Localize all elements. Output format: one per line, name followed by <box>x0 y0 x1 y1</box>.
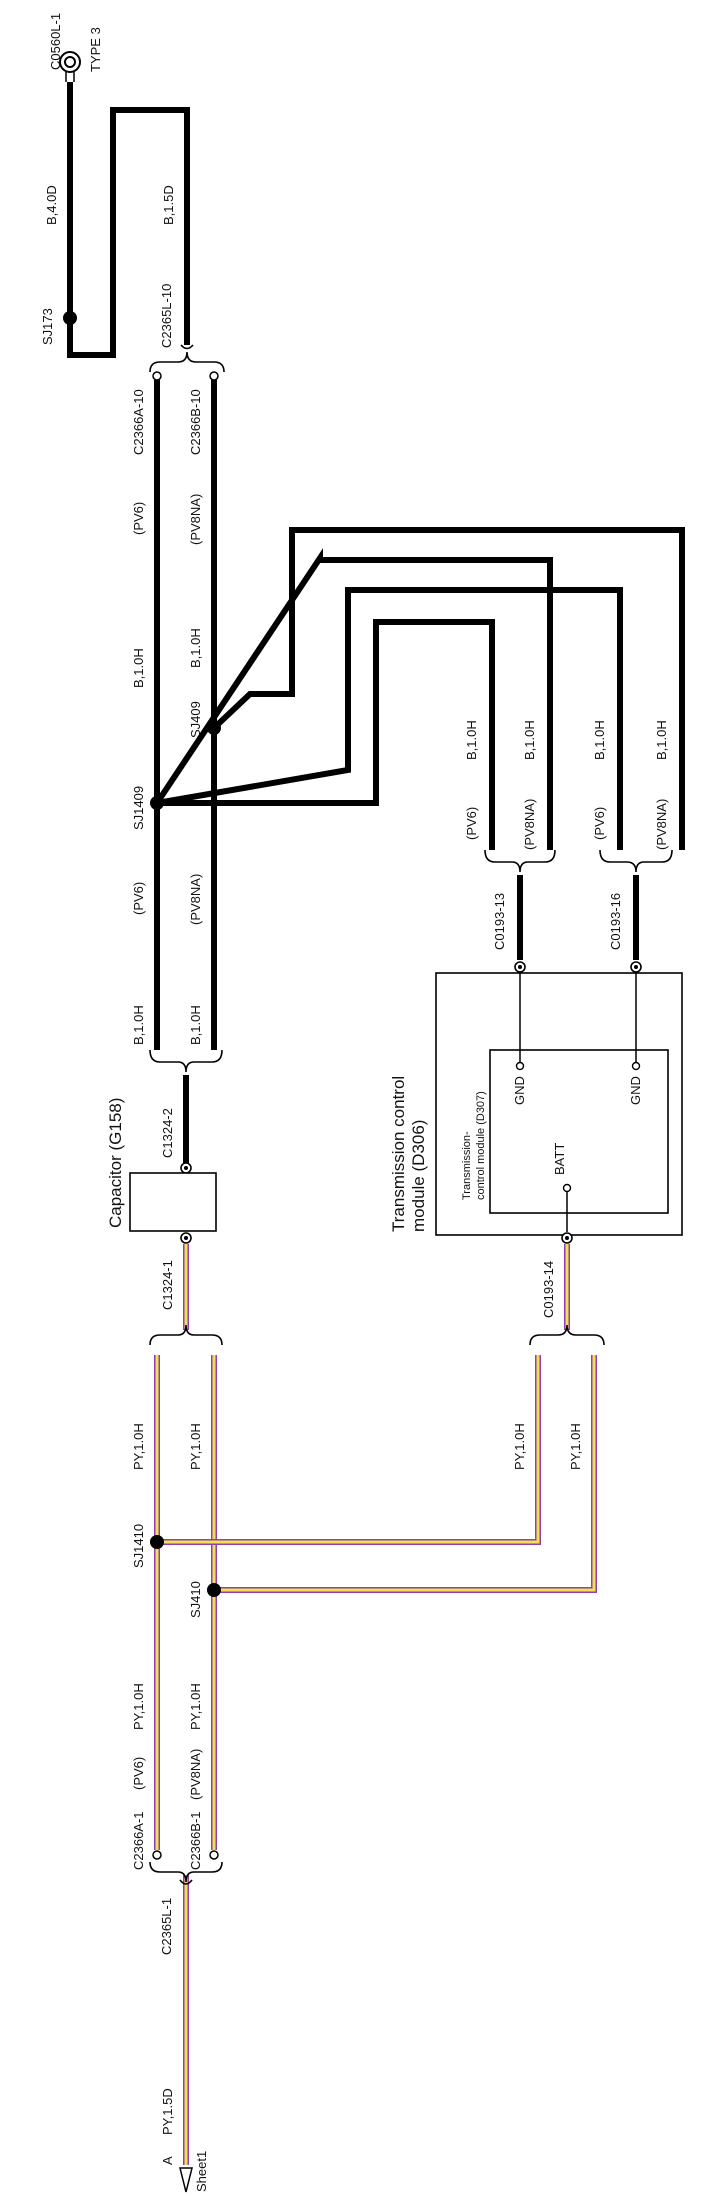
connector-c2365l-1-brace <box>149 1861 223 1885</box>
tcm-batt-pin-icon <box>562 1183 572 1193</box>
connector-label-c2365l-10: C2365L-10 <box>159 284 174 348</box>
pin-c1324-2-icon <box>180 1162 192 1174</box>
connector-label-c2366a-1: C2366A-1 <box>131 1811 146 1870</box>
splice-label-sj1410: SJ1410 <box>131 1524 146 1568</box>
wire-label-b15d: B,1.5D <box>161 185 176 225</box>
pin-c0193-16-icon <box>630 961 642 973</box>
py-label-c0193-14-left: PY,1.0H <box>512 1423 527 1470</box>
tcm-gnd2-label: GND <box>628 1076 643 1105</box>
splice-label-sj1409: SJ1409 <box>131 786 146 830</box>
connector-label-c0193-14: C0193-14 <box>541 1261 556 1318</box>
pin-c0193-13-icon <box>514 961 526 973</box>
variant-pv6-bottom: (PV6) <box>131 1757 146 1790</box>
variant-pv8na-mid: (PV8NA) <box>188 874 203 925</box>
wire-code-c0193-13-b: B,1.0H <box>522 720 537 760</box>
variant-pv6-top: (PV6) <box>131 502 146 535</box>
splice-label-sj409: SJ409 <box>188 701 203 738</box>
connector-c1324-2-brace <box>149 1049 223 1073</box>
connector-c2365l-10 <box>149 344 225 373</box>
py-label-left-upper: PY,1.0H <box>131 1423 146 1470</box>
upper-ground-wires <box>63 82 190 358</box>
sheet-ref-sheet: Sheet1 <box>194 2151 209 2192</box>
wire-code-c0193-16-a: B,1.0H <box>592 720 607 760</box>
branch-wires-to-tcm <box>150 527 685 850</box>
tcm-title-line2: module (D306) <box>409 1120 428 1232</box>
capacitor-box <box>129 1172 217 1232</box>
ground-id: C0560L-1 <box>48 13 63 70</box>
variant-pv6-mid: (PV6) <box>131 882 146 915</box>
tcm-gnd2-pin-icon <box>631 1061 641 1071</box>
connector-label-c0193-16: C0193-16 <box>608 893 623 950</box>
splice-label-sj410: SJ410 <box>188 1581 203 1618</box>
main-black-wires <box>152 371 219 1050</box>
wire-label-b40d: B,4.0D <box>44 185 59 225</box>
sheet-ref-letter: A <box>160 2156 175 2165</box>
connector-label-c2365l-1: C2365L-1 <box>159 1898 174 1955</box>
wire-code-c0193-13-a: B,1.0H <box>464 720 479 760</box>
pin-c1324-1-icon <box>180 1232 192 1244</box>
ground-symbol-icon <box>59 51 81 82</box>
connector-label-c1324-1: C1324-1 <box>160 1260 175 1310</box>
py-label-bottom: PY,1.5D <box>160 2088 175 2135</box>
tcm-gnd1-pin-icon <box>515 1061 525 1071</box>
variant-pv8na-top: (PV8NA) <box>188 494 203 545</box>
wire-code-upper-left: B,1.0H <box>131 648 146 688</box>
sheet-ref-arrow-icon <box>179 2167 193 2193</box>
wire-code-upper-right: B,1.0H <box>188 628 203 668</box>
variant-pv8na-c0193-13: (PV8NA) <box>522 799 537 850</box>
connector-c1324-1-brace <box>149 1324 223 1346</box>
tcm-gnd1-label: GND <box>512 1076 527 1105</box>
py-label-left-lower: PY,1.0H <box>131 1683 146 1730</box>
wire-code-c0193-16-b: B,1.0H <box>654 720 669 760</box>
variant-pv8na-c0193-16: (PV8NA) <box>654 799 669 850</box>
connector-label-c2366a-10: C2366A-10 <box>131 389 146 455</box>
tcm-inner-box <box>489 1049 669 1214</box>
wire-code-mid-left: B,1.0H <box>131 1005 146 1045</box>
py-wires <box>150 1244 597 2165</box>
connector-label-c2366b-10: C2366B-10 <box>188 389 203 455</box>
connector-label-c1324-2: C1324-2 <box>160 1108 175 1158</box>
ground-type: TYPE 3 <box>88 27 103 72</box>
py-label-right-upper: PY,1.0H <box>188 1423 203 1470</box>
splice-label-sj173: SJ173 <box>40 308 55 345</box>
connector-c0193-16-brace <box>599 849 673 873</box>
variant-pv6-c0193-13: (PV6) <box>464 807 479 840</box>
tcm-batt-label: BATT <box>552 1143 567 1175</box>
tcm-title-line1: Transmission control <box>389 1076 408 1232</box>
py-label-c0193-14-right: PY,1.0H <box>568 1423 583 1470</box>
connector-label-c2366b-1: C2366B-1 <box>188 1811 203 1870</box>
variant-pv8na-bottom: (PV8NA) <box>188 1749 203 1800</box>
py-label-right-lower: PY,1.0H <box>188 1683 203 1730</box>
capacitor-label: Capacitor (G158) <box>106 1098 125 1228</box>
variant-pv6-c0193-16: (PV6) <box>592 807 607 840</box>
connector-label-c0193-13: C0193-13 <box>492 893 507 950</box>
wire-code-mid-right: B,1.0H <box>188 1005 203 1045</box>
pin-c0193-14-icon <box>561 1232 573 1244</box>
connector-c0193-14-brace <box>529 1324 605 1346</box>
tcm-inner-title-line1: Transmission- <box>461 1131 473 1200</box>
connector-c0193-13-brace <box>484 849 556 873</box>
tcm-inner-title-line2: control module (D307) <box>475 1091 487 1200</box>
